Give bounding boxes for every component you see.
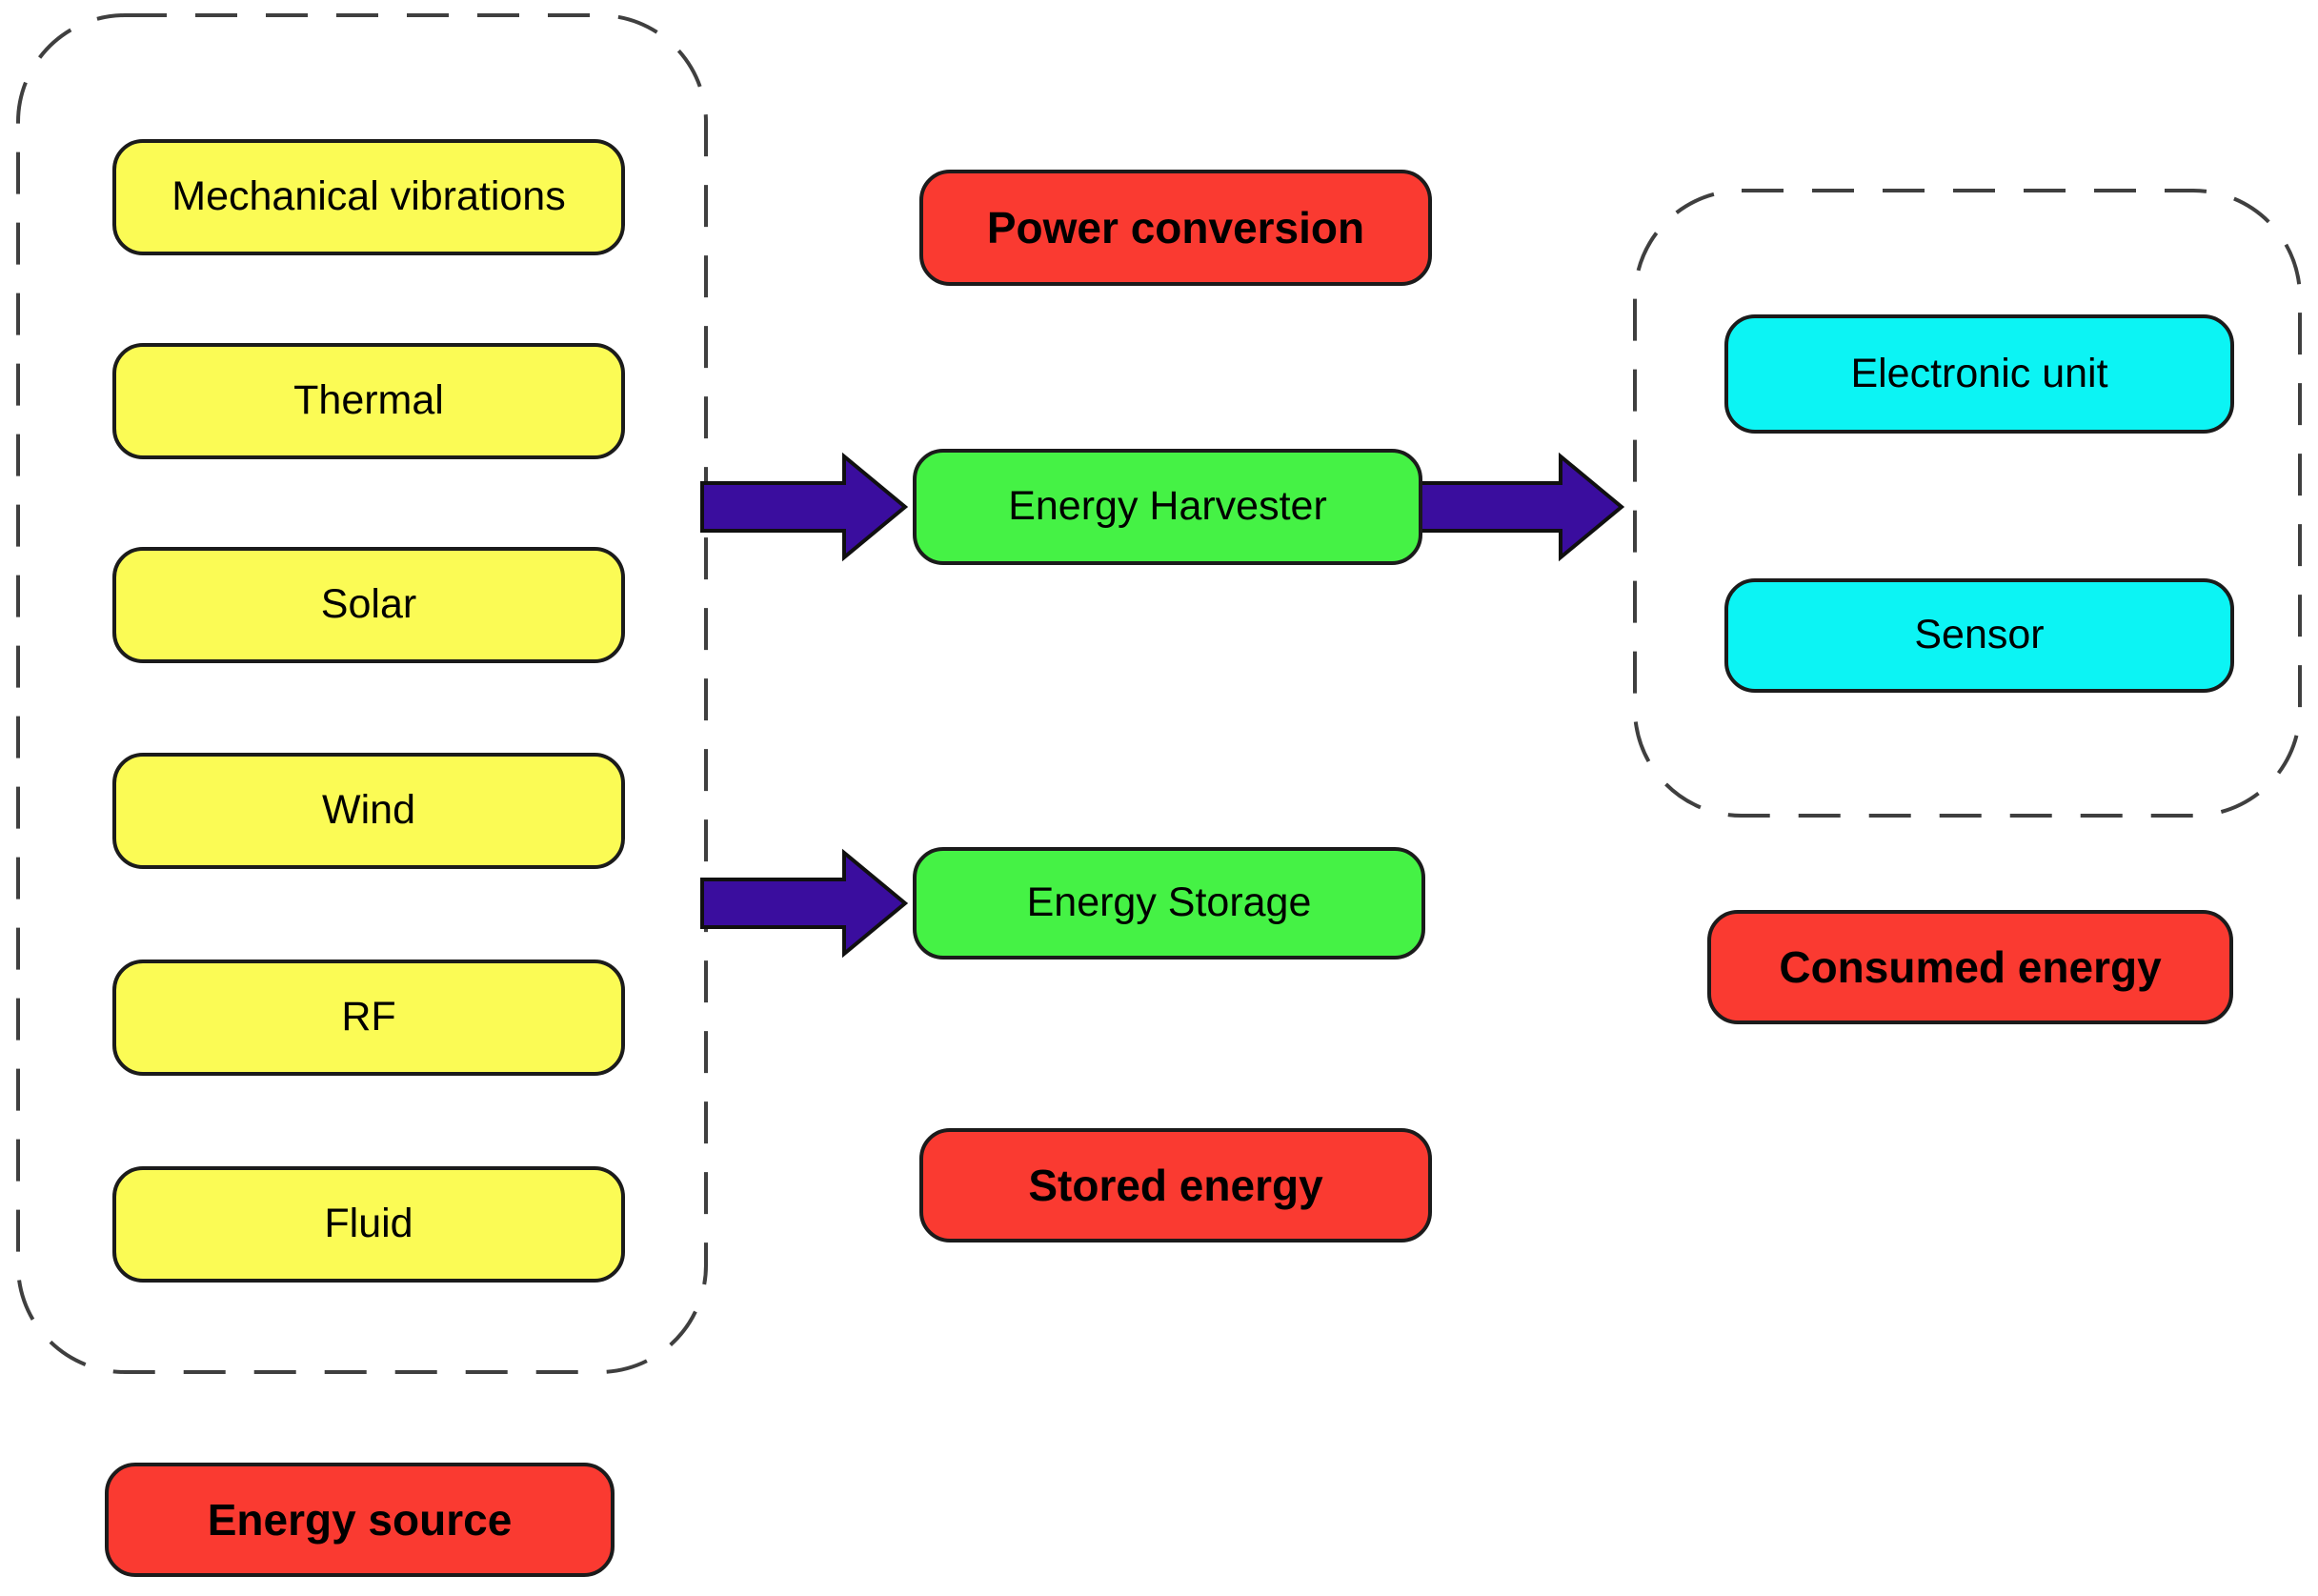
arrow-sources-to-storage (700, 848, 909, 959)
label-power-conversion: Power conversion (919, 170, 1432, 286)
node-energy-harvester: Energy Harvester (913, 449, 1422, 565)
node-energy-storage: Energy Storage (913, 847, 1425, 960)
node-solar: Solar (112, 547, 625, 663)
node-electronic-unit: Electronic unit (1724, 314, 2234, 434)
node-rf: RF (112, 960, 625, 1076)
label-energy-source: Energy source (105, 1463, 615, 1577)
label-consumed-energy: Consumed energy (1707, 910, 2233, 1024)
energy-sources-container (16, 13, 708, 1374)
consumers-container (1633, 189, 2302, 818)
arrow-sources-to-harvester (700, 452, 909, 562)
node-wind: Wind (112, 753, 625, 869)
node-mechanical-vibrations: Mechanical vibrations (112, 139, 625, 255)
arrow-harvester-to-consumers (1418, 452, 1625, 562)
node-thermal: Thermal (112, 343, 625, 459)
node-fluid: Fluid (112, 1166, 625, 1283)
node-sensor: Sensor (1724, 578, 2234, 693)
label-stored-energy: Stored energy (919, 1128, 1432, 1242)
